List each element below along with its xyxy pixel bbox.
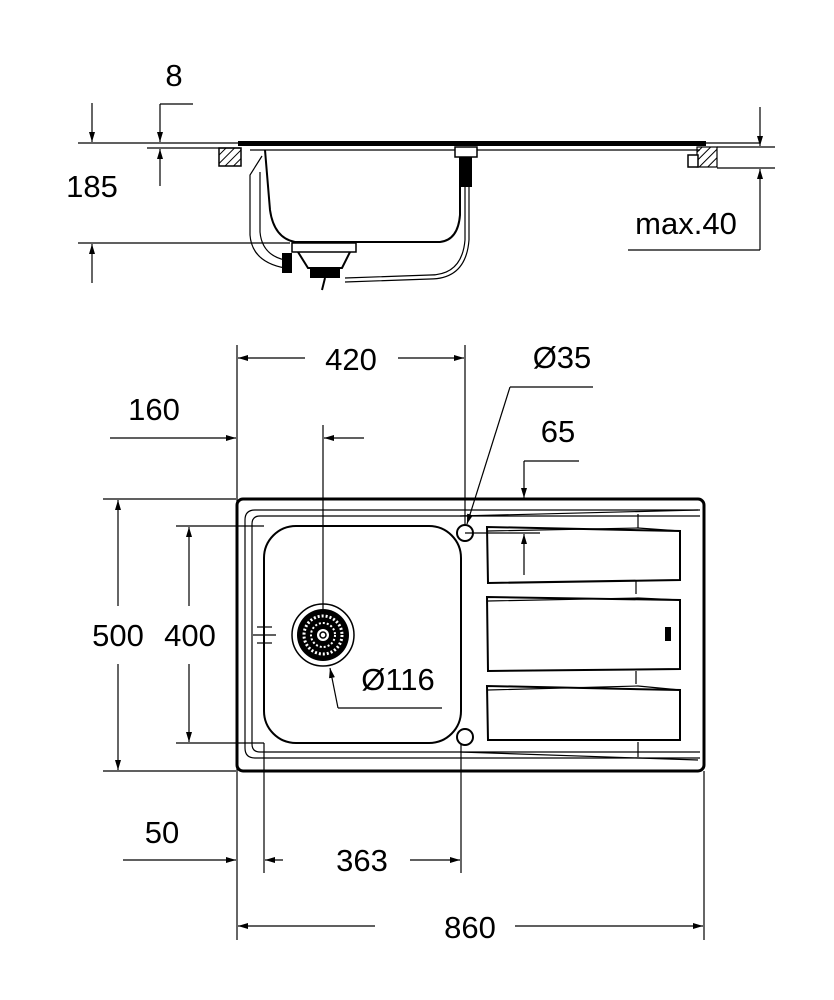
overflow-slot — [665, 627, 671, 641]
bowl-profile — [264, 149, 461, 243]
dim-label-overall-width: 860 — [444, 910, 496, 945]
mounting-clip — [687, 154, 699, 168]
dim-label-bowl-depth-plan: 400 — [164, 618, 216, 653]
dim-label-bowl-inner-width: 363 — [336, 843, 388, 878]
tap-hose-2 — [344, 187, 470, 283]
dim-label-bowl-width: 420 — [325, 342, 377, 377]
tap-fitting — [454, 146, 478, 158]
dim-label-max-counter-thickness: max.40 — [635, 206, 737, 241]
dim-label-drain-diameter: Ø116 — [361, 662, 435, 697]
drain-flange — [291, 242, 357, 253]
drainer-channel-1-bevel — [487, 527, 681, 532]
overflow-pipe-inner — [259, 172, 286, 261]
tap-thread — [460, 157, 472, 187]
countertop-section-right — [696, 146, 718, 168]
drain-tail — [321, 277, 326, 291]
drainer-channel-3 — [485, 684, 681, 741]
dim-label-tap-hole-offset: 65 — [541, 414, 575, 449]
drainer-taper-bottom — [459, 751, 699, 761]
countertop-section-left — [218, 147, 242, 167]
tap-hole-bottom — [456, 728, 474, 746]
overflow-nut — [282, 253, 292, 273]
drainer-channel-3-bevel — [487, 685, 681, 691]
drain-body — [297, 251, 351, 269]
drain-strainer — [291, 603, 355, 667]
rim-outer — [244, 509, 700, 759]
drainer-channel-2-bevel — [487, 597, 681, 602]
sink-deck — [238, 141, 706, 146]
dim-label-overall-depth: 500 — [92, 618, 144, 653]
dim-label-sheet-thickness: 8 — [165, 58, 182, 93]
dim-label-left-margin: 50 — [145, 815, 179, 850]
drainer-channel-1 — [485, 525, 681, 585]
drain-outlet — [310, 268, 340, 278]
tap-hose — [344, 187, 466, 279]
plan-view: 420 160 Ø35 65 500 400 Ø116 — [92, 340, 706, 945]
drainer-channel-2 — [485, 595, 681, 673]
overflow-pipe-outer — [249, 155, 286, 269]
dim-label-drain-offset: 160 — [128, 392, 180, 427]
drainer-board — [459, 509, 699, 761]
section-view: 8 185 max.40 — [66, 58, 775, 291]
dim-116-arrow — [329, 667, 339, 709]
dim-label-bowl-depth: 185 — [66, 169, 118, 204]
dim-35-arrow — [466, 386, 511, 525]
drainer-taper-top — [459, 509, 699, 517]
dim-label-tap-hole-diameter: Ø35 — [533, 340, 592, 375]
